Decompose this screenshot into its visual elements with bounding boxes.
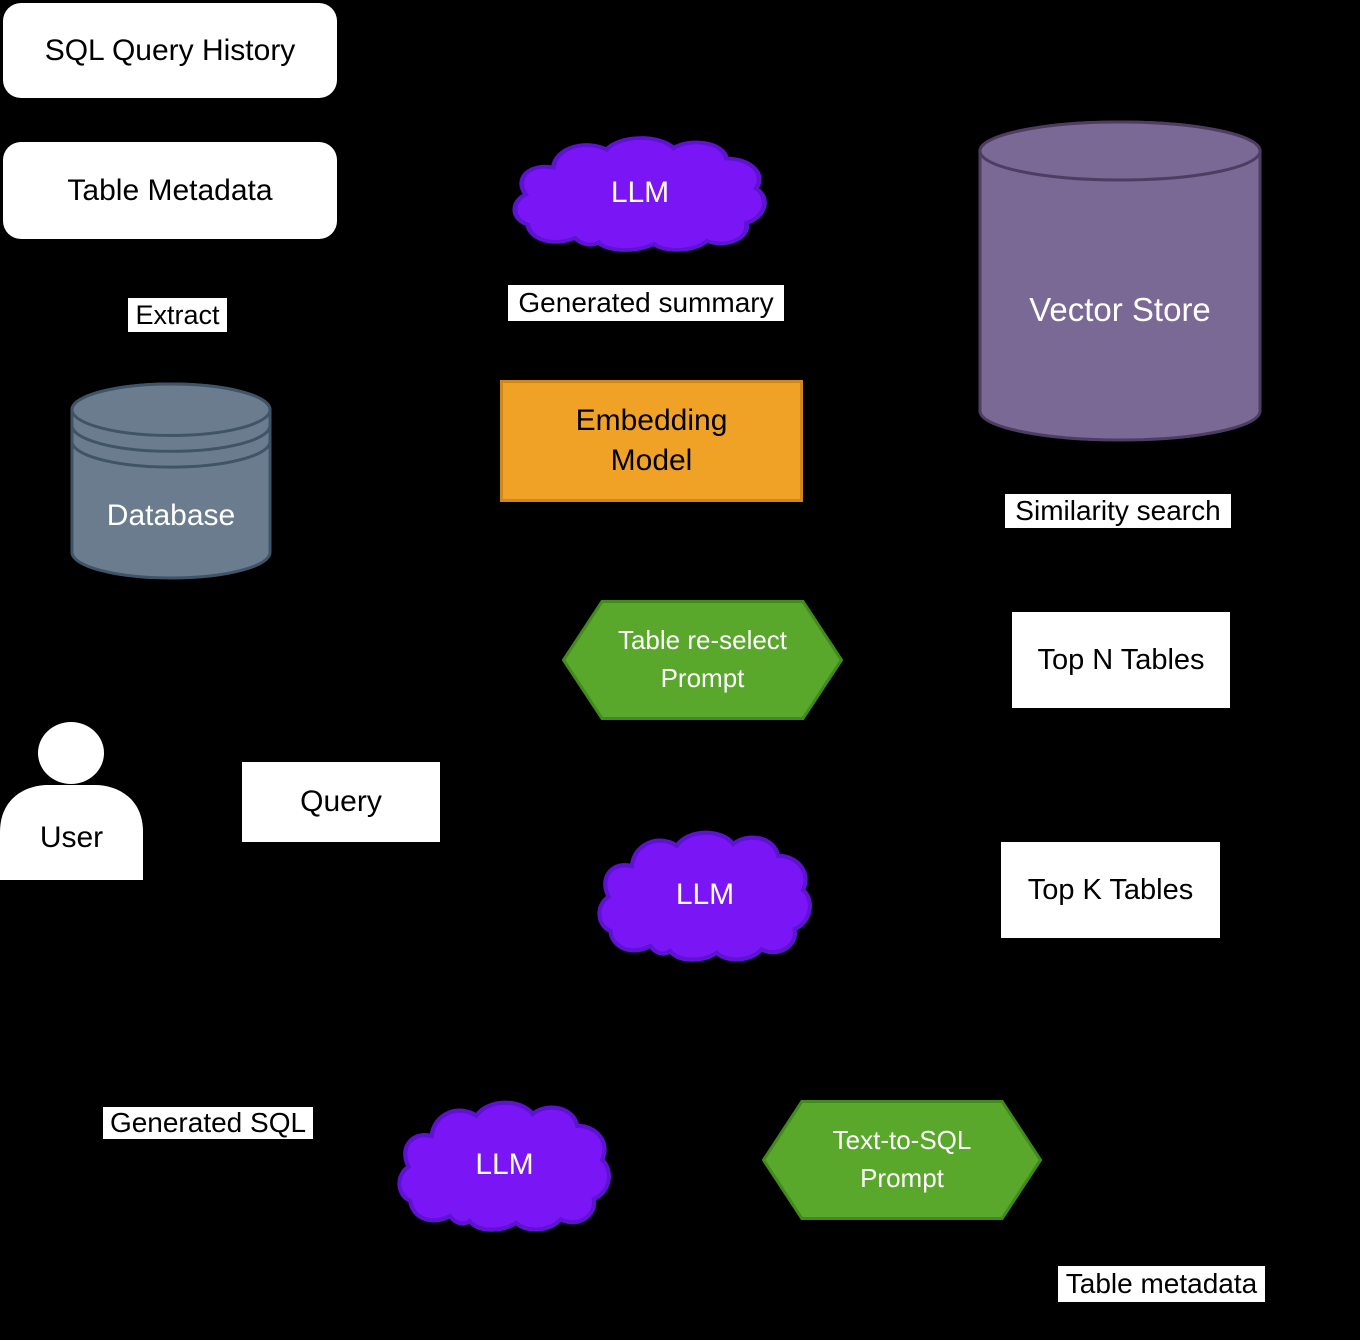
annotation-similarity-search-label: Similarity search: [1015, 495, 1221, 526]
node-text-to-sql-prompt: Text-to-SQL Prompt: [762, 1100, 1042, 1220]
node-user: User: [0, 722, 143, 880]
annotation-generated-sql: Generated SQL: [103, 1107, 313, 1139]
prompt-hexagon-icon: [762, 1100, 1042, 1220]
annotation-table-metadata-label: Table metadata: [1065, 1268, 1258, 1299]
annotation-extract-label: Extract: [135, 299, 220, 330]
node-llm-reselect: LLM: [597, 827, 813, 963]
annotation-extract: Extract: [128, 298, 227, 332]
node-top-k-tables: Top K Tables: [1001, 842, 1220, 938]
node-table-metadata-label: Table Metadata: [67, 173, 273, 207]
llm-cloud-icon: [512, 136, 767, 252]
annotation-generated-summary: Generated summary: [508, 285, 784, 321]
annotation-generated-sql-label: Generated SQL: [109, 1107, 307, 1138]
node-embedding-model-label: Embedding Model: [575, 403, 728, 478]
vector-store-cylinder-icon: [978, 120, 1262, 442]
node-top-n-tables: Top N Tables: [1012, 612, 1230, 708]
node-vector-store: Vector Store: [978, 120, 1262, 442]
annotation-table-metadata: Table metadata: [1058, 1266, 1265, 1302]
node-sql-query-history: SQL Query History: [3, 3, 337, 98]
annotation-generated-summary-label: Generated summary: [518, 287, 774, 318]
llm-cloud-icon: [397, 1100, 611, 1232]
node-user-label: User: [39, 821, 104, 854]
node-embedding-model: Embedding Model: [500, 380, 803, 502]
user-icon: [0, 722, 143, 880]
node-query: Query: [242, 762, 440, 842]
node-sql-query-history-label: SQL Query History: [44, 33, 296, 67]
node-database: Database: [70, 382, 272, 580]
llm-cloud-icon: [597, 830, 812, 962]
node-query-label: Query: [300, 785, 382, 818]
prompt-hexagon-icon: [562, 600, 843, 720]
database-cylinder-icon: [70, 382, 272, 580]
node-table-reselect-prompt: Table re-select Prompt: [562, 600, 843, 720]
node-llm-text-to-sql: LLM: [397, 1097, 612, 1233]
node-table-metadata: Table Metadata: [3, 142, 337, 239]
annotation-similarity-search: Similarity search: [1005, 494, 1231, 528]
node-top-k-tables-label: Top K Tables: [1027, 873, 1194, 906]
node-llm-summary: LLM: [512, 133, 768, 253]
node-top-n-tables-label: Top N Tables: [1037, 643, 1205, 676]
